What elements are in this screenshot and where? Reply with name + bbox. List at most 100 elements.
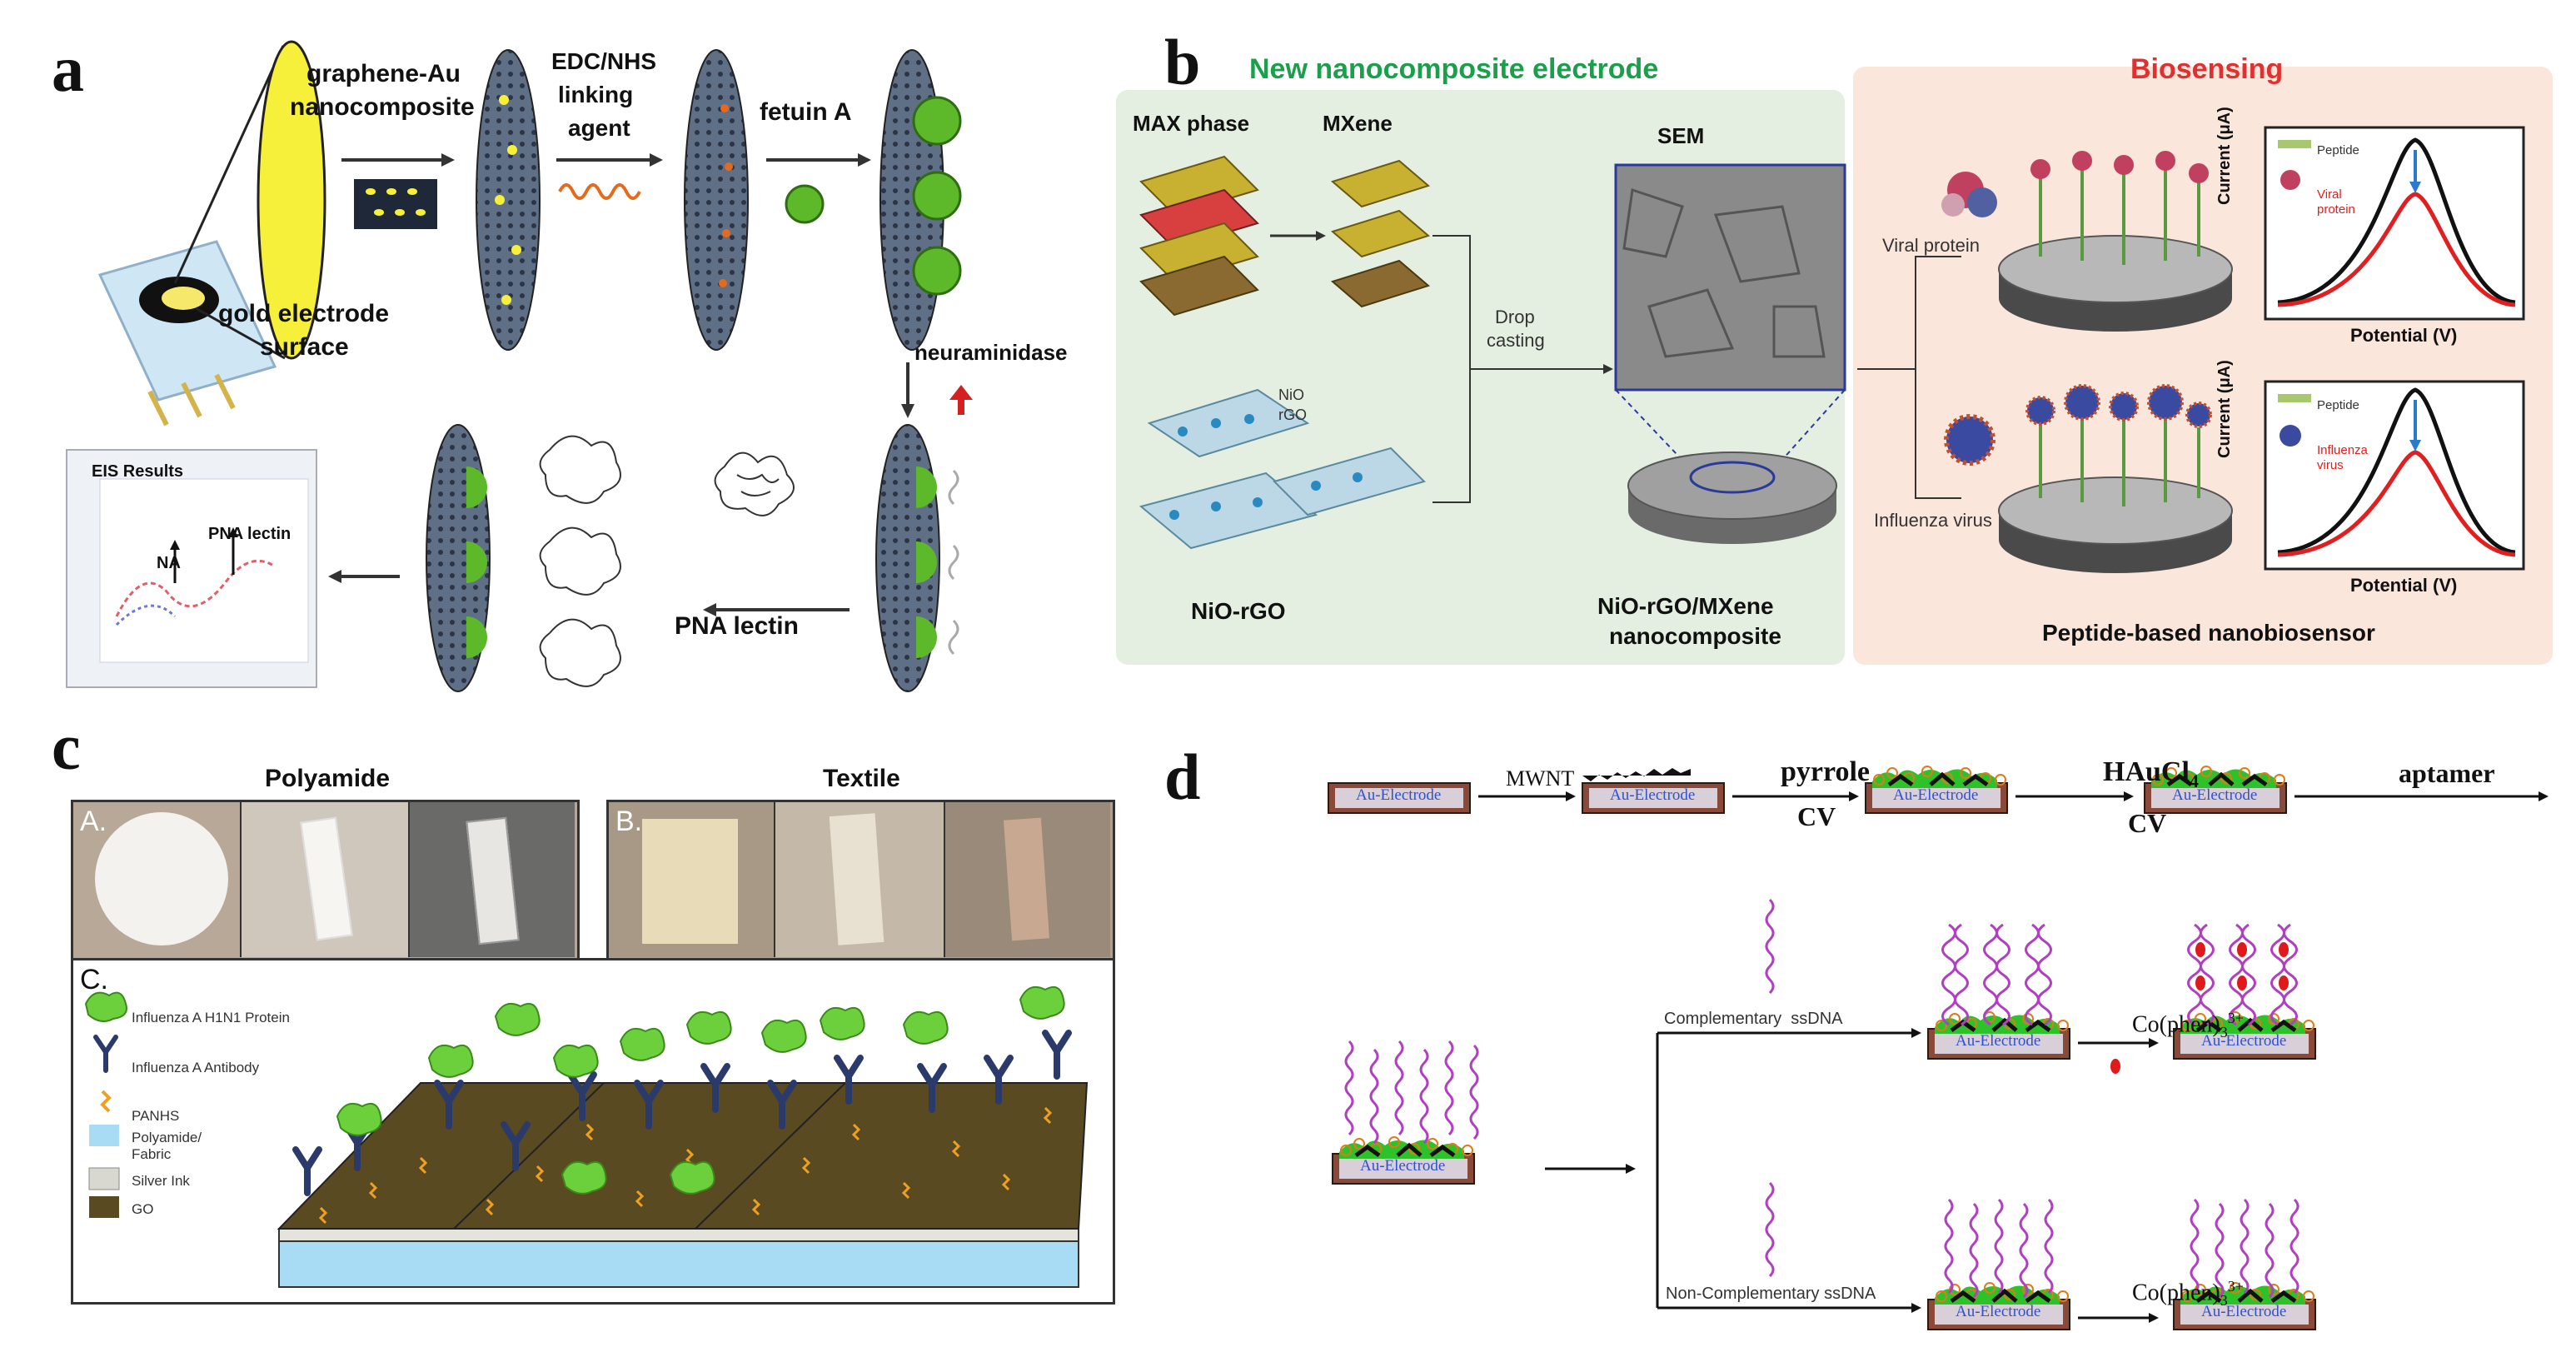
d-electrode-label-1: Au-Electrode <box>1356 786 1442 804</box>
tag-a: A. <box>80 806 107 837</box>
fabric-swatch <box>89 1125 119 1146</box>
legend-panhs: PANHS <box>132 1108 180 1124</box>
nanocomposite-electrode <box>1627 452 1837 544</box>
panel-c-diagram <box>84 986 1089 1288</box>
fetuin-a-icon <box>785 184 825 224</box>
d-electrode-label-3: Au-Electrode <box>1893 786 1979 804</box>
legend-antibody: Influenza A Antibody <box>132 1060 260 1075</box>
d-electrode-label-2: Au-Electrode <box>1610 786 1696 804</box>
label-na: NA <box>157 554 181 572</box>
legend-silver: Silver Ink <box>132 1173 190 1189</box>
label-mwnt: MWNT <box>1506 766 1575 791</box>
legend-protein: Influenza A H1N1 Protein <box>132 1010 290 1025</box>
photo-group-polyamide: A. <box>71 800 580 963</box>
axis-potential-bottom: Potential (V) <box>2350 575 2458 596</box>
antibody-icon <box>93 1035 118 1073</box>
label-linking: linking <box>558 82 634 107</box>
label-viral: Viral <box>2317 187 2342 202</box>
label-gold-electrode: gold electrode <box>218 300 390 327</box>
d-electrode-label-7: Au-Electrode <box>2201 1032 2287 1050</box>
graphene-disk <box>476 49 541 351</box>
label-pna-lectin-plot: PNA lectin <box>208 525 291 543</box>
pna-lectin-icon <box>714 452 795 516</box>
title-biosensing: Biosensing <box>2130 53 2284 85</box>
legend-go: GO <box>132 1201 154 1217</box>
nanocomposite-swatch <box>354 179 437 229</box>
step-electrode-mwnt <box>1582 768 1725 814</box>
label-pna-lectin: PNA lectin <box>675 612 799 640</box>
mxene-layers <box>1330 159 1431 308</box>
label-textile: Textile <box>823 765 900 792</box>
panel-d-diagram <box>1328 733 2549 1330</box>
linker-icon <box>558 183 641 200</box>
complementary-electrode <box>1927 923 2070 1060</box>
d-electrode-label-4: Au-Electrode <box>2172 786 2258 804</box>
label-virus: virus <box>2317 458 2344 472</box>
panel-b-diagram <box>1139 126 2525 573</box>
photo-group-textile: B. <box>606 800 1115 963</box>
label-rgo: rGO <box>1278 407 1307 423</box>
label-composite-line2: nanocomposite <box>1609 623 1781 649</box>
tag-c: C. <box>80 964 108 995</box>
axis-potential-top: Potential (V) <box>2350 325 2458 346</box>
label-casting: casting <box>1487 330 1545 351</box>
panel-d-letter: d <box>1164 741 1201 813</box>
d-electrode-label-6: Au-Electrode <box>1956 1032 2041 1050</box>
label-drop: Drop <box>1495 307 1535 327</box>
label-viral-protein: Viral protein <box>1882 235 1980 256</box>
label-biosensor: Peptide-based nanobiosensor <box>2042 620 2375 646</box>
label-composite-line1: NiO-rGO/MXene <box>1597 593 1774 619</box>
axis-current-bottom: Current (μA) <box>2215 360 2234 458</box>
label-sem: SEM <box>1657 123 1705 148</box>
label-nio: NiO <box>1278 387 1304 403</box>
photo-textile-printed <box>775 802 945 957</box>
panel-b-letter: b <box>1164 26 1201 98</box>
label-nio-rgo: NiO-rGO <box>1191 598 1286 624</box>
influenza-virus-icon <box>1944 414 1996 466</box>
complementary-cophen-electrode <box>2173 923 2316 1060</box>
label-influenza: Influenza <box>2317 443 2368 457</box>
label-noncomplementary: Non-Complementary ssDNA <box>1666 1285 1876 1303</box>
d-electrode-label-8: Au-Electrode <box>1956 1303 2041 1320</box>
photo-textile-electrode <box>945 802 1110 957</box>
gold-disk <box>257 40 326 360</box>
d-electrode-label-9: Au-Electrode <box>2201 1303 2287 1320</box>
cophen-drop-top <box>2110 1059 2120 1074</box>
panel-a-letter: a <box>52 32 84 105</box>
biosensor-electrode-bottom <box>1998 384 2233 573</box>
title-new-electrode: New nanocomposite electrode <box>1249 53 1659 85</box>
label-pyrrole: pyrrole <box>1781 756 1871 787</box>
voltammogram-top <box>2264 126 2525 321</box>
label-protein: protein <box>2317 202 2355 217</box>
label-aptamer: aptamer <box>2399 758 2495 788</box>
nio-rgo-sheets <box>1139 388 1426 550</box>
label-cv-2: CV <box>2128 808 2167 838</box>
viral-protein-icon <box>1941 172 1997 217</box>
label-graphene-au: graphene-Au <box>306 60 461 87</box>
label-nanocomposite: nanocomposite <box>290 93 475 121</box>
label-complementary: Complementary ssDNA <box>1664 1010 1843 1028</box>
label-edc-nhs: EDC/NHS <box>551 48 657 74</box>
max-phase-crystal <box>1139 155 1259 317</box>
photo-textile-swatch <box>609 802 775 957</box>
label-max-phase: MAX phase <box>1133 111 1250 136</box>
label-eis-results: EIS Results <box>92 462 184 481</box>
axis-current-top: Current (μA) <box>2215 107 2234 205</box>
silver-swatch <box>88 1167 120 1190</box>
label-surface: surface <box>260 333 349 361</box>
gold-electrode-chip <box>97 240 277 427</box>
label-cophen-bottom: Co(phen)33+ <box>2132 1278 2244 1309</box>
voltammogram-bottom <box>2264 380 2525 571</box>
sem-image <box>1614 163 1846 392</box>
go-swatch <box>89 1196 119 1218</box>
protein-icon <box>84 991 127 1023</box>
label-peptide-top: Peptide <box>2317 143 2359 157</box>
panhs-icon <box>100 1090 112 1113</box>
legend-fabric-2: Fabric <box>132 1146 172 1162</box>
d-electrode-label-5: Au-Electrode <box>1360 1157 1446 1175</box>
neuraminidase-icon <box>949 385 973 415</box>
label-hauc: HAuCl4 <box>2103 756 2199 791</box>
photo-polyamide-electrode <box>410 802 575 957</box>
tag-b: B. <box>615 806 643 837</box>
activated-disk <box>684 49 749 351</box>
